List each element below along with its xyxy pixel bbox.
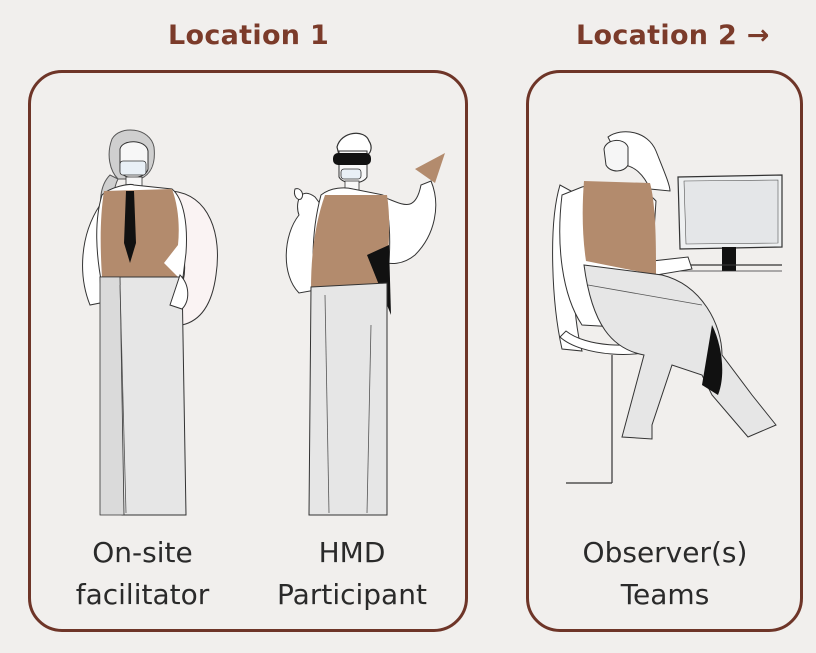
observer-label-line1: Observer(s) <box>582 536 748 569</box>
participant-label: HMD Participant <box>252 532 452 616</box>
facilitator-label-line2: facilitator <box>75 578 210 611</box>
location-1-title: Location 1 <box>168 20 330 51</box>
observer-figure <box>552 131 783 484</box>
observer-label: Observer(s) Teams <box>540 532 790 616</box>
participant-label-line2: Participant <box>277 578 427 611</box>
facilitator-label-line1: On-site <box>92 536 193 569</box>
facilitator-figure <box>82 129 218 516</box>
participant-label-line1: HMD <box>318 536 386 569</box>
observer-label-line2: Teams <box>620 578 710 611</box>
facilitator-label: On-site facilitator <box>40 532 245 616</box>
participant-figure <box>285 132 445 516</box>
location-2-title: Location 2 → <box>576 20 770 51</box>
